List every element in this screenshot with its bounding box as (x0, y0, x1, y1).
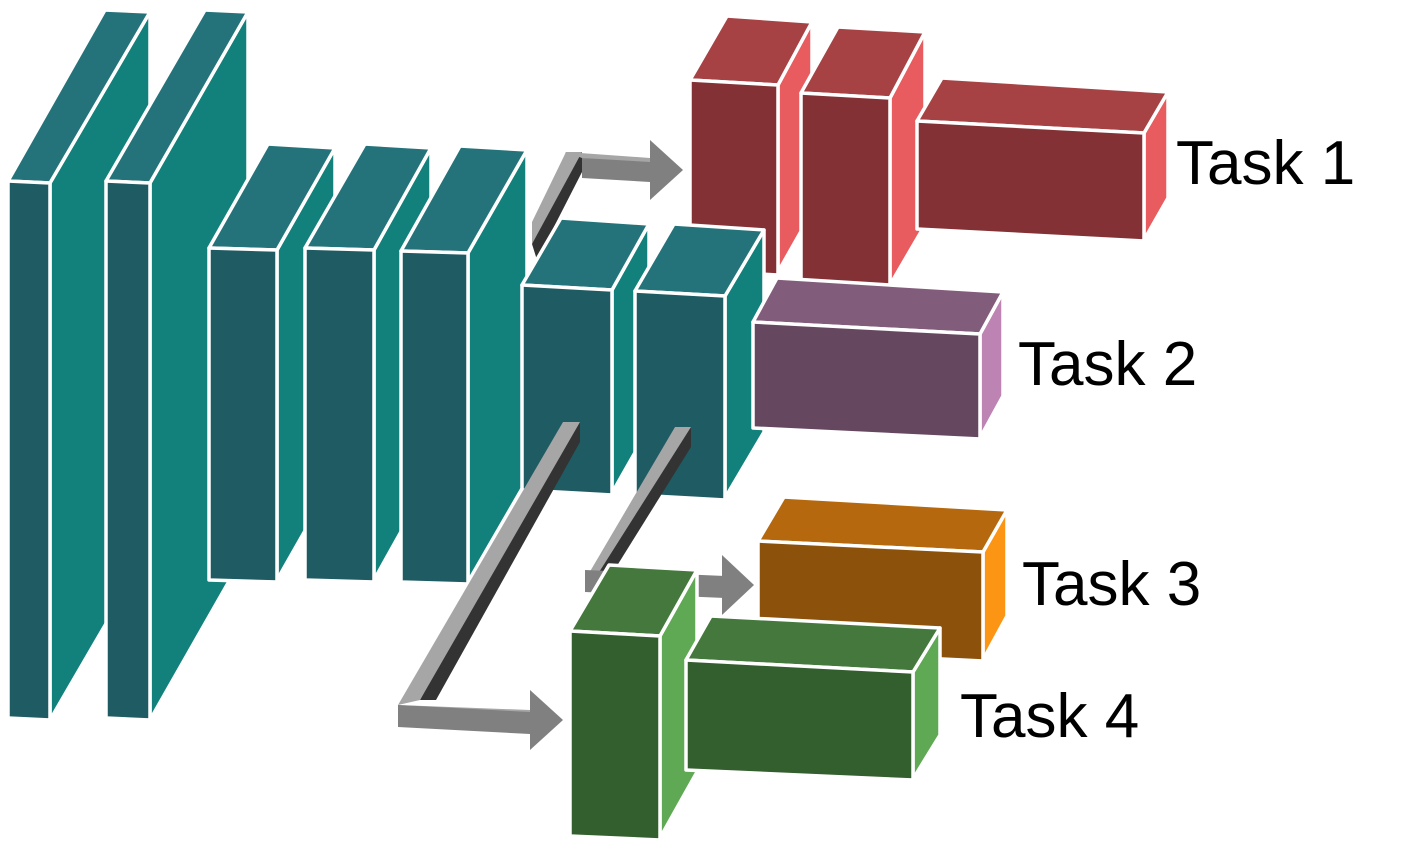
arrow-to-task-1-shaft (582, 158, 650, 182)
task-1-layer-2-front (799, 91, 892, 290)
task-4-layer-1-front (568, 629, 662, 842)
arrow-to-task-1-head (650, 140, 683, 200)
arrow-to-task-4-head (530, 690, 563, 750)
task-1-head-front (915, 119, 1146, 243)
shared-layer-5-front (399, 249, 470, 586)
shared-branch-layer-1 (520, 216, 651, 497)
task-1-layer-1 (688, 14, 814, 277)
arrow-to-task-4-shaft (398, 705, 530, 734)
shared-layer-1-front (6, 179, 52, 722)
task-1-layer-2 (799, 25, 927, 290)
task-4-label: Task 4 (960, 682, 1139, 751)
arrow-to-task-1 (532, 140, 683, 260)
task-1-label: Task 1 (1176, 129, 1355, 198)
task-2-head (751, 276, 1005, 441)
shared-layer-2-front (104, 179, 152, 722)
task-4-head (684, 614, 942, 782)
task-2-label: Task 2 (1018, 330, 1197, 399)
task-4-head-front (684, 658, 915, 782)
shared-branch-layer-2 (633, 222, 766, 502)
arrow-to-task-4 (398, 422, 580, 750)
arrow-to-task-4-diagonal (398, 422, 580, 705)
arrow-to-task-3-diagonal (585, 427, 691, 580)
shared-branch-layer-2-front (633, 289, 727, 502)
arrow-to-task-1-diagonal (532, 152, 582, 244)
arrow-to-task-1-shadow (532, 152, 582, 260)
shared-layer-4-front (303, 246, 376, 584)
task-3-label: Task 3 (1022, 550, 1201, 619)
shared-layer-5 (399, 144, 529, 586)
task-4-layer-1 (568, 563, 699, 842)
shared-branch-layer-1-front (520, 283, 614, 497)
task-2-head-front (751, 320, 982, 441)
shared-layer-3-front (207, 246, 279, 584)
arrow-to-task-3-head (722, 555, 754, 615)
task-1-head (915, 76, 1170, 243)
